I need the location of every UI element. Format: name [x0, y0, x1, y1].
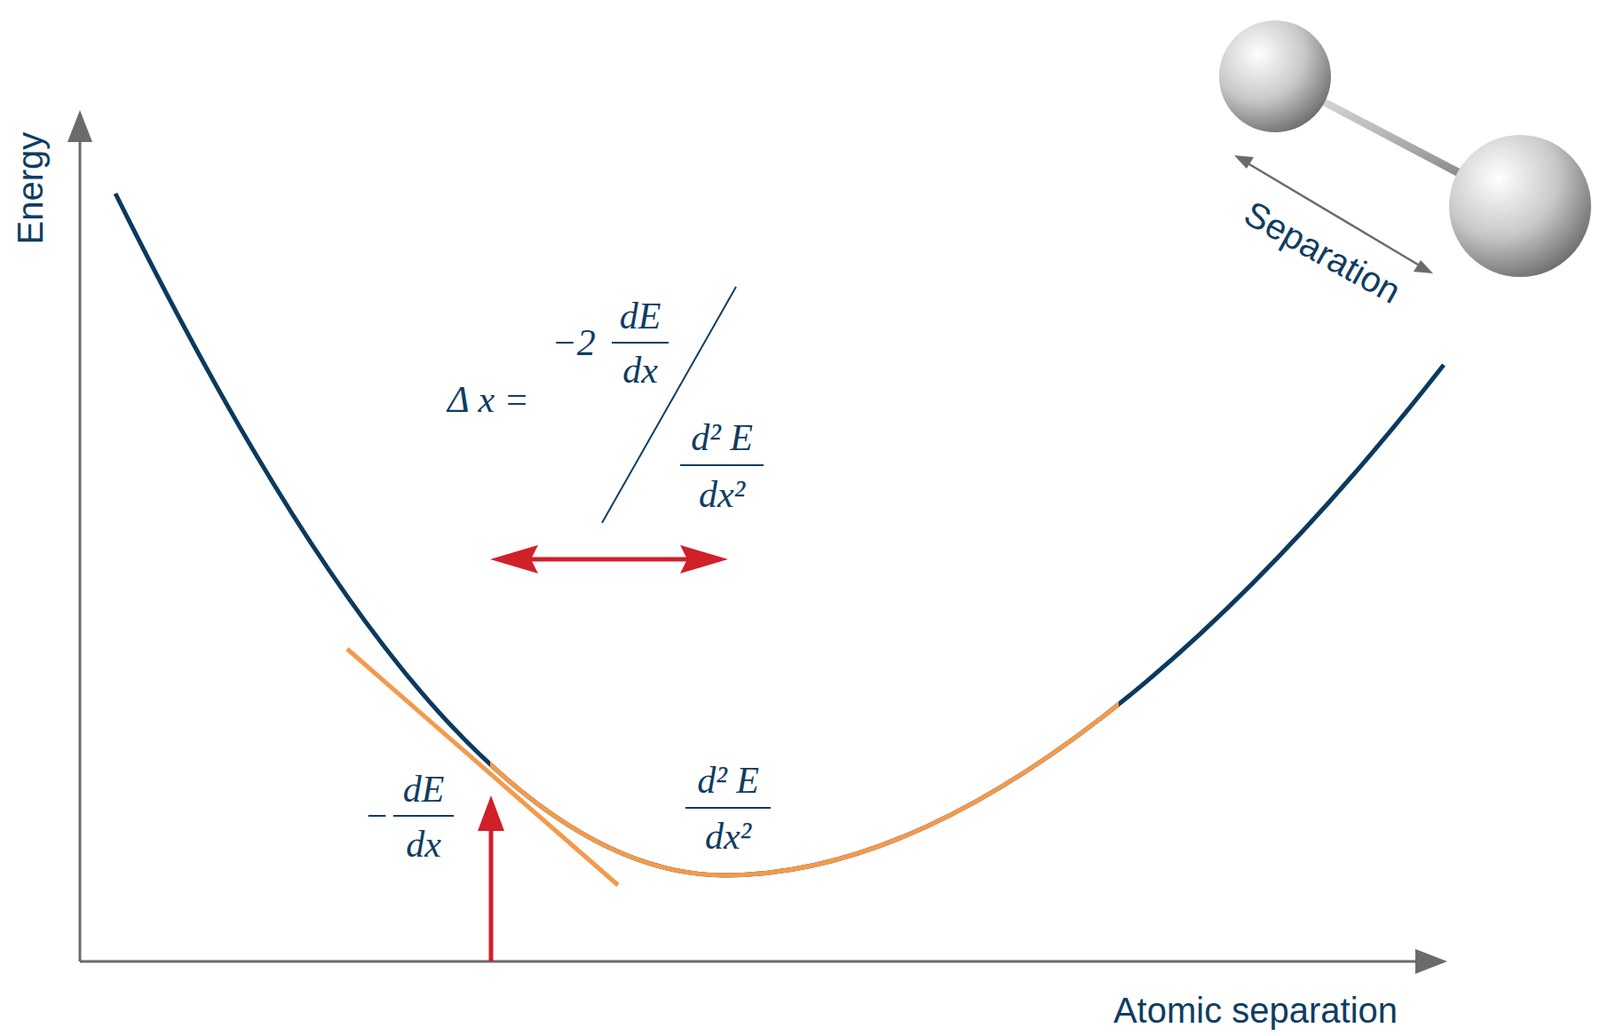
tangent-line — [347, 649, 618, 886]
axis-title: Energy — [12, 132, 48, 246]
axis-title: Atomic separation — [1113, 992, 1398, 1029]
formula-text: dx² — [704, 817, 752, 856]
formula-text: dE — [619, 297, 662, 335]
axes — [67, 110, 1448, 975]
formula-text: d² E — [697, 761, 760, 800]
formula-text: − — [364, 797, 389, 835]
fraction-bars — [393, 286, 771, 816]
quadratic-fit — [490, 193, 1119, 876]
step-arrow — [490, 545, 729, 574]
gradient-arrow — [477, 795, 505, 962]
dimension-label: Separation — [1239, 195, 1408, 310]
formula-text: −2 — [551, 324, 595, 362]
formula-text: Δ x = — [447, 380, 530, 419]
formula-text: dx — [405, 825, 442, 864]
formula-text: dx — [622, 351, 658, 389]
formula-text: dE — [403, 770, 445, 808]
formula-text: d² E — [690, 419, 753, 457]
energy-curve — [115, 193, 1444, 876]
formula-text: dx² — [698, 475, 745, 514]
